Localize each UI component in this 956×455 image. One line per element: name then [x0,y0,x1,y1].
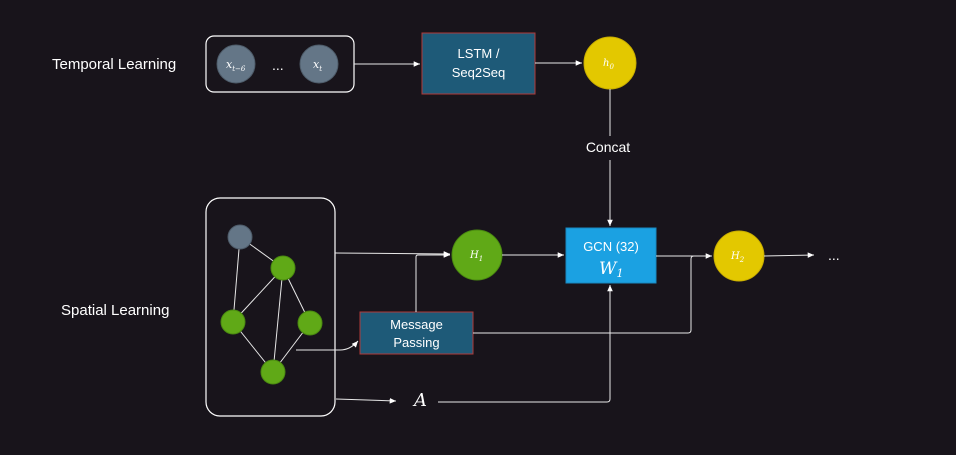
arrow-graph-to-A [335,397,397,404]
graph-edge [272,267,284,373]
h0-label: h0 [603,58,614,71]
input-ellipsis: ... [272,57,284,73]
message-passing-line2: Passing [393,335,439,350]
input-node-x-t-label: xt [313,58,322,73]
graph-node-green [220,309,246,335]
line-message-passing-to-h2 [473,255,712,334]
graph-node-green [260,359,286,385]
temporal-learning-label: Temporal Learning [52,56,176,73]
graph-node-green [270,255,296,281]
message-passing-box [359,311,474,355]
graph-edge [232,236,241,323]
gcn-box-weight: W1 [599,259,623,280]
arrow-A-to-gcn [438,285,613,403]
arrow-message-passing-to-h1 [415,252,450,312]
spatial-learning-label: Spatial Learning [61,302,169,319]
graph-node-green [297,310,323,336]
input-node-x-t-minus-6 [216,44,256,84]
graph-container [205,197,336,417]
arrow-graph-to-h1 [334,251,451,257]
input-node-x-t [299,44,339,84]
message-passing-line1: Message [390,317,443,332]
concat-label: Concat [586,139,630,155]
arrow-h2-to-output [763,252,815,258]
input-node-x-t-minus-6-label: xt−6 [226,58,246,73]
h2-label: H2 [730,251,745,264]
gcn-box-title: GCN (32) [583,239,639,254]
lstm-box-line2: Seq2Seq [452,65,506,80]
arrow-graph-to-message-passing [296,340,359,351]
output-ellipsis: ... [828,247,840,263]
graph-node-slate [227,224,253,250]
h1-label: H1 [469,250,483,263]
lstm-box-line1: LSTM / [458,46,500,61]
lstm-seq2seq-box [421,32,536,95]
adjacency-A-label: A [412,390,427,411]
